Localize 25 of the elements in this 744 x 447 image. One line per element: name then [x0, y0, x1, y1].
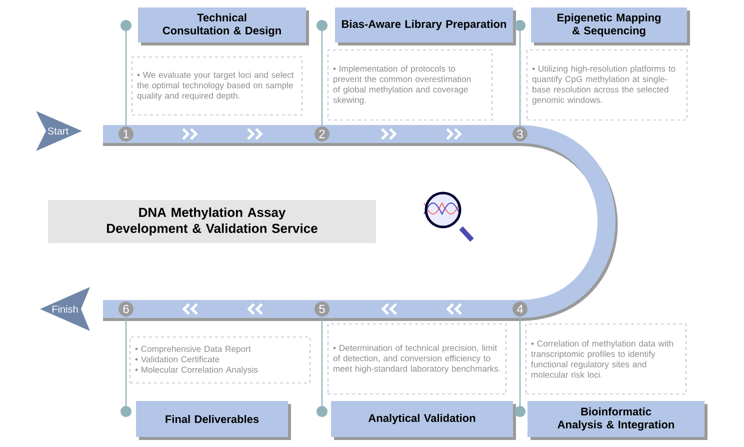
description-box: • Utilizing high-resolution platforms to quantify CpG methylation at single-base resolution across the selected genomic windows.: [526, 50, 688, 120]
step-number: 2: [314, 126, 330, 142]
step-title-box: Technical Consultation & Design: [138, 8, 309, 46]
step-number: 1: [118, 126, 134, 142]
step-title-box: Bias-Aware Library Preparation: [335, 8, 516, 46]
timeline-stem: [514, 20, 526, 126]
description-box: • Comprehensive Data Report • Validation Certificate • Molecular Correlation Analysis: [130, 336, 310, 384]
timeline-stem: [316, 316, 328, 417]
step-number: 3: [512, 126, 528, 142]
step-number: 5: [314, 302, 330, 316]
timeline-stem: [316, 20, 328, 126]
step-number: 6: [118, 302, 134, 316]
timeline-stem: [120, 20, 132, 126]
title-banner: DNA Methylation Assay Development & Validation Service: [48, 200, 376, 243]
step-title-box: Final Deliverables: [136, 401, 291, 440]
timeline-stem: [120, 316, 132, 417]
description-box: • We evaluate your target loci and select the optimal technology based on sample quality and required depth.: [132, 56, 302, 116]
description-box: • Correlation of methylation data with transcriptomic profiles to identify functional regulatory sites and molecular risk loci.: [526, 324, 686, 394]
description-box: • Determination of technical precision, limit of detection, and conversion efficiency to meet high-standard laboratory benchmarks.: [328, 324, 506, 394]
step-title-box: Epigenetic Mapping & Sequencing: [531, 8, 690, 46]
step-number: 4: [512, 302, 528, 316]
step-title-box: Analytical Validation: [331, 401, 516, 440]
step-title-box: Bioinformatic Analysis & Integration: [528, 401, 708, 440]
timeline-stem: [514, 316, 526, 417]
description-box: • Implementation of protocols to prevent the common overestimation of global methylation and coverage skewing.: [328, 50, 492, 120]
